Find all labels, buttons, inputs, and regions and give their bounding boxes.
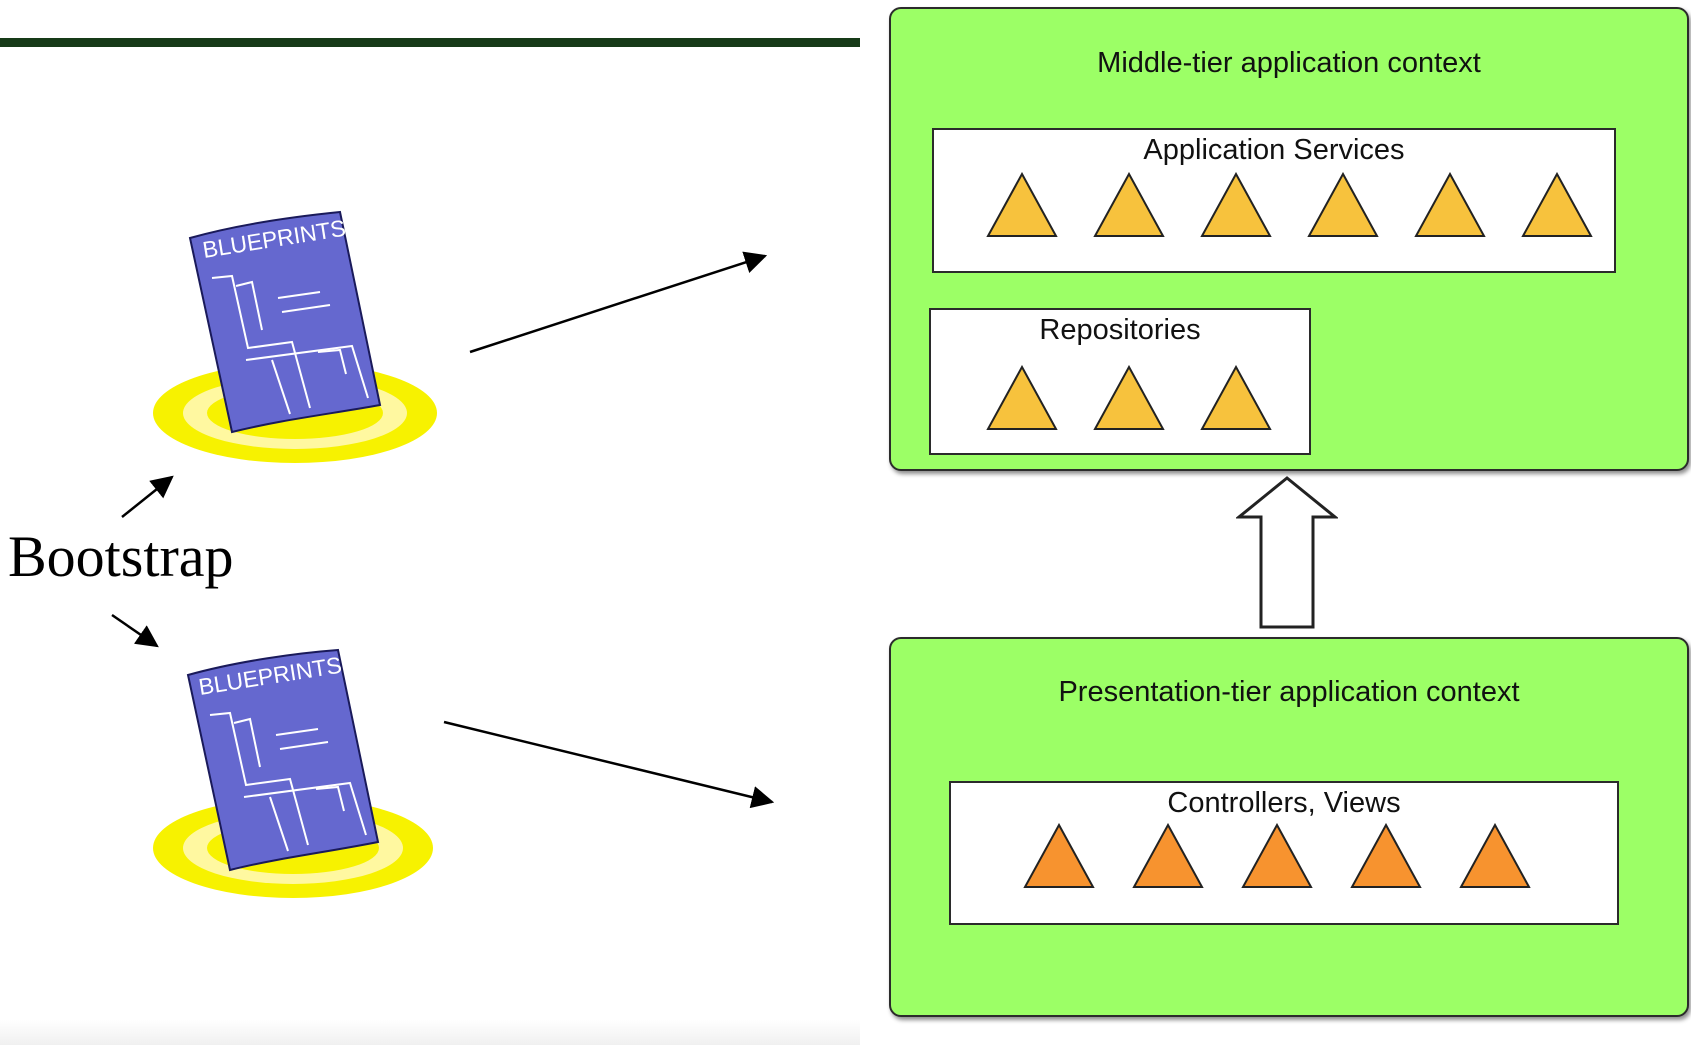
controllers-views-title: Controllers, Views — [1167, 787, 1401, 819]
footer-fade — [0, 1020, 860, 1045]
service-component-icon — [1093, 172, 1165, 237]
service-component-icon — [1414, 172, 1486, 237]
repositories-panel: Repositories — [929, 308, 1311, 455]
controller-component-icon — [1132, 823, 1204, 888]
bootstrap-diagram: BLUEPRINTS BLUEPRINTS — [111, 210, 775, 898]
arrow-to-middle-tier — [469, 251, 768, 354]
service-component-icon — [1307, 172, 1379, 237]
arrow-to-presentation-tier — [443, 720, 775, 809]
presentation-tier-title: Presentation-tier application context — [1058, 676, 1520, 708]
controller-component-icon — [1241, 823, 1313, 888]
bootstrap-label: Bootstrap — [8, 524, 234, 589]
repository-component-icon — [986, 365, 1058, 430]
controller-component-icon — [1459, 823, 1531, 888]
arrow-bootstrap-up — [121, 475, 174, 518]
application-services-panel: Application Services — [932, 128, 1616, 273]
presentation-tier-context: Presentation-tier application context Co… — [889, 637, 1689, 1017]
controller-component-icon — [1023, 823, 1095, 888]
controller-component-icon — [1350, 823, 1422, 888]
service-component-icon — [1200, 172, 1272, 237]
repository-component-icon — [1093, 365, 1165, 430]
context-dependency-arrow — [1236, 476, 1338, 629]
service-component-icon — [1521, 172, 1593, 237]
middle-tier-title: Middle-tier application context — [1097, 47, 1481, 79]
repositories-title: Repositories — [1039, 314, 1201, 346]
middle-tier-context: Middle-tier application context Applicat… — [889, 7, 1689, 471]
controllers-views-panel: Controllers, Views — [949, 781, 1619, 925]
service-component-icon — [986, 172, 1058, 237]
blueprint-icon-middle: BLUEPRINTS — [153, 210, 437, 463]
application-services-title: Application Services — [1143, 134, 1405, 166]
arrow-bootstrap-down — [111, 613, 159, 648]
repository-component-icon — [1200, 365, 1272, 430]
blueprint-icon-presentation: BLUEPRINTS — [153, 648, 433, 898]
header-bar — [0, 38, 860, 47]
